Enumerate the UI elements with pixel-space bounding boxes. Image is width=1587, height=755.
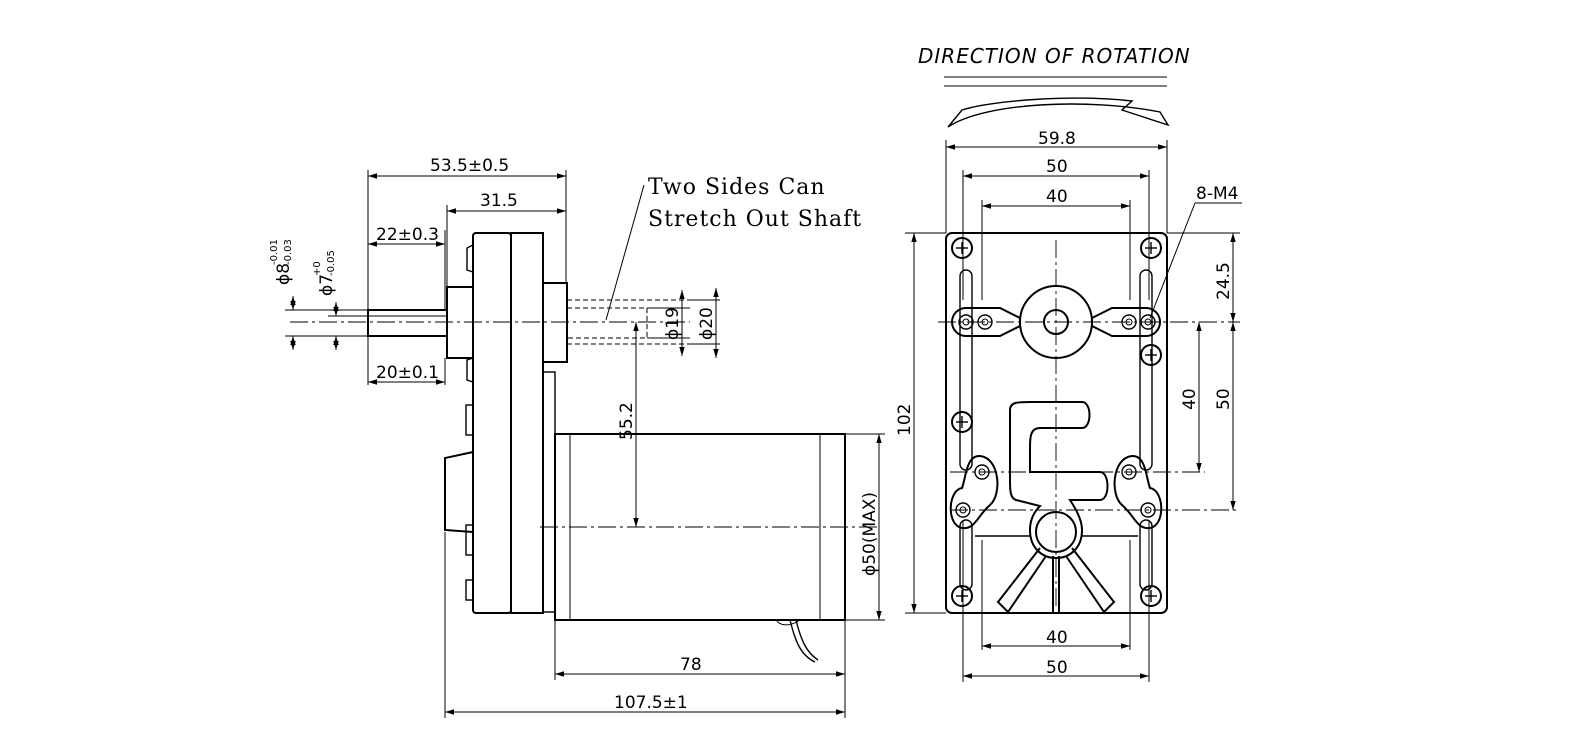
gearbox-plate [472,232,512,614]
dim-phi-50-max: ϕ50(MAX) [860,492,880,576]
front-view: DIRECTION OF ROTATION [895,44,1242,682]
output-shaft [367,309,448,337]
dim-phi-7: ϕ7 [317,274,337,296]
dim-24-5: 24.5 [1214,262,1234,300]
dim-8-m4: 8-M4 [1196,184,1238,204]
dim-50-top: 50 [1046,157,1068,177]
dim-31-5: 31.5 [480,191,518,211]
dim-phi-8-tol-low: -0.03 [283,239,294,265]
dim-59-8: 59.8 [1038,129,1076,149]
dim-phi-20: ϕ20 [697,307,717,340]
dim-40-right: 40 [1180,388,1200,410]
dim-50-bottom: 50 [1046,658,1068,678]
gearbox-housing [510,232,544,614]
dim-40-top: 40 [1046,187,1068,207]
dim-phi-8-tol-up: -0.01 [269,239,280,265]
dim-78: 78 [680,655,702,675]
rotation-arrow-icon [947,97,1170,128]
note-line-1: Two Sides Can [648,175,826,200]
m4-leader [1149,202,1196,319]
side-view: 53.5±0.5 31.5 22±0.3 20±0.1 ϕ8 -0.01 -0.… [269,156,885,718]
dim-55-2: 55.2 [617,402,637,440]
dim-102: 102 [895,404,915,436]
dim-53-5: 53.5±0.5 [430,156,509,176]
dim-40-bottom: 40 [1046,628,1068,648]
dim-22: 22±0.3 [376,225,439,245]
note-leader [605,184,645,321]
screw-icon [951,237,1162,607]
mounting-plate [945,232,1168,614]
dim-phi-8: ϕ8 [274,263,294,285]
note-line-2: Stretch Out Shaft [648,207,862,232]
dim-phi-19: ϕ19 [663,307,683,340]
dim-107-5: 107.5±1 [614,693,688,713]
dim-50-right: 50 [1214,388,1234,410]
dim-20: 20±0.1 [376,363,439,383]
dim-phi-7-tol-low: -0.05 [326,250,337,276]
dim-phi-7-tol-up: +0 [312,261,323,276]
rotation-title: DIRECTION OF ROTATION [918,44,1191,68]
